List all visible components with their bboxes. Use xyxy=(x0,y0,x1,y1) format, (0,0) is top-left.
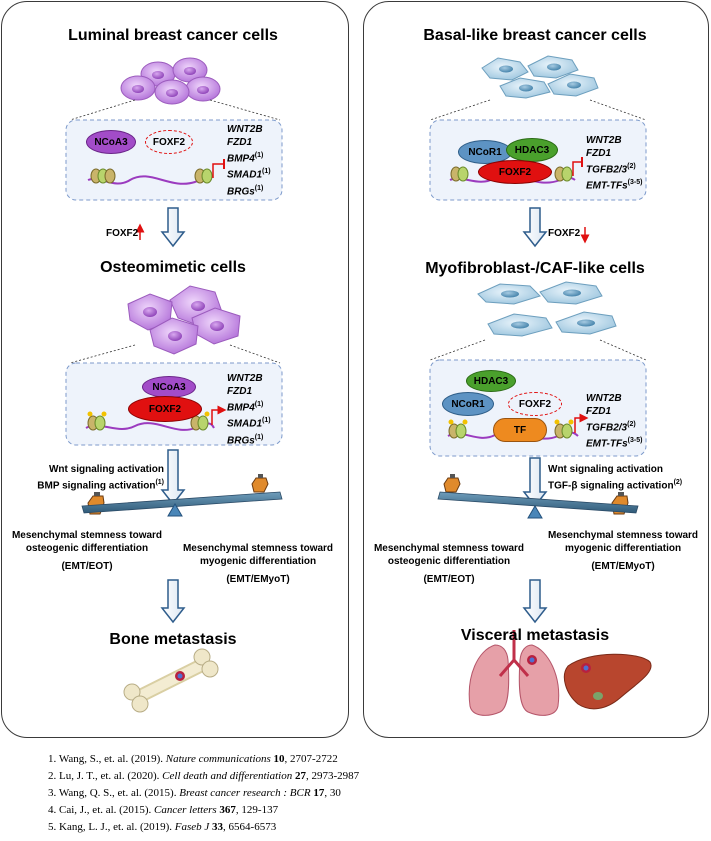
luminal-cells-icon xyxy=(120,57,221,105)
osteomimetic-cells-icon xyxy=(127,285,241,355)
left-box1-genes: WNT2B FZD1 BMP4(1) SMAD1(1) BRGs(1) xyxy=(227,124,271,197)
ncor1-protein: NCoR1 xyxy=(442,392,494,416)
myofibroblast-cells-icon xyxy=(477,281,617,337)
right-box2-genes: WNT2B FZD1 TGFB2/3(2) EMT-TFs(3-5) xyxy=(586,393,643,450)
lungs-icon xyxy=(468,630,560,716)
foxf2-protein-dashed: FOXF2 xyxy=(508,392,562,416)
left-stage2-title: Osteomimetic cells xyxy=(100,259,246,276)
ncoa3-protein: NCoA3 xyxy=(86,130,136,154)
tf-protein: TF xyxy=(493,418,547,442)
hdac3-protein: HDAC3 xyxy=(466,370,516,392)
right-myogenic-caption: Mesenchymal stemness toward myogenic dif… xyxy=(547,530,699,572)
down-arrow-icon xyxy=(160,579,186,624)
left-outcome: Bone metastasis xyxy=(109,631,237,648)
down-arrow-icon xyxy=(522,207,548,248)
right-signals: Wnt signaling activation TGF-β signaling… xyxy=(548,464,683,492)
down-arrow-icon xyxy=(160,449,186,506)
reference-item: 1. Wang, S., et. al. (2019). Nature comm… xyxy=(48,753,338,765)
left-myogenic-caption: Mesenchymal stemness toward myogenic dif… xyxy=(182,543,334,585)
right-outcome: Visceral metastasis xyxy=(460,627,610,644)
right-foxf2-change: FOXF2 xyxy=(548,228,581,239)
foxf2-protein: FOXF2 xyxy=(128,396,202,422)
hdac3-protein: HDAC3 xyxy=(506,138,558,162)
left-osteogenic-caption: Mesenchymal stemness toward osteogenic d… xyxy=(11,530,163,572)
left-title: Luminal breast cancer cells xyxy=(68,27,278,44)
liver-icon xyxy=(563,653,652,710)
reference-item: 5. Kang, L. J., et. al. (2019). Faseb J … xyxy=(48,821,277,833)
bone-icon xyxy=(123,648,219,713)
down-arrow-icon xyxy=(160,207,186,248)
seesaw-icon xyxy=(437,474,639,519)
right-osteogenic-caption: Mesenchymal stemness toward osteogenic d… xyxy=(373,543,525,585)
foxf2-protein-dashed: FOXF2 xyxy=(145,130,193,154)
reference-item: 3. Wang, Q. S., et. al. (2015). Breast c… xyxy=(48,787,341,799)
right-stage2-title: Myofibroblast-/CAF-like cells xyxy=(425,260,645,277)
ncoa3-protein: NCoA3 xyxy=(142,376,196,398)
reference-item: 4. Cai, J., et. al. (2015). Cancer lette… xyxy=(48,804,279,816)
reference-item: 2. Lu, J. T., et. al. (2020). Cell death… xyxy=(48,770,360,782)
right-box1-genes: WNT2B FZD1 TGFB2/3(2) EMT-TFs(3-5) xyxy=(586,135,643,192)
seesaw-icon xyxy=(81,474,283,517)
basal-cells-icon xyxy=(481,55,599,99)
left-signals: Wnt signaling activation BMP signaling a… xyxy=(37,464,164,492)
ncor1-protein: NCoR1 xyxy=(458,140,512,164)
left-foxf2-change: FOXF2 xyxy=(106,228,139,239)
foxf2-protein: FOXF2 xyxy=(478,160,552,184)
right-title: Basal-like breast cancer cells xyxy=(423,27,647,44)
down-arrow-icon xyxy=(522,579,548,624)
left-box2-genes: WNT2B FZD1 BMP4(1) SMAD1(1) BRGs(1) xyxy=(227,373,271,446)
chromatin-icon xyxy=(87,159,225,185)
